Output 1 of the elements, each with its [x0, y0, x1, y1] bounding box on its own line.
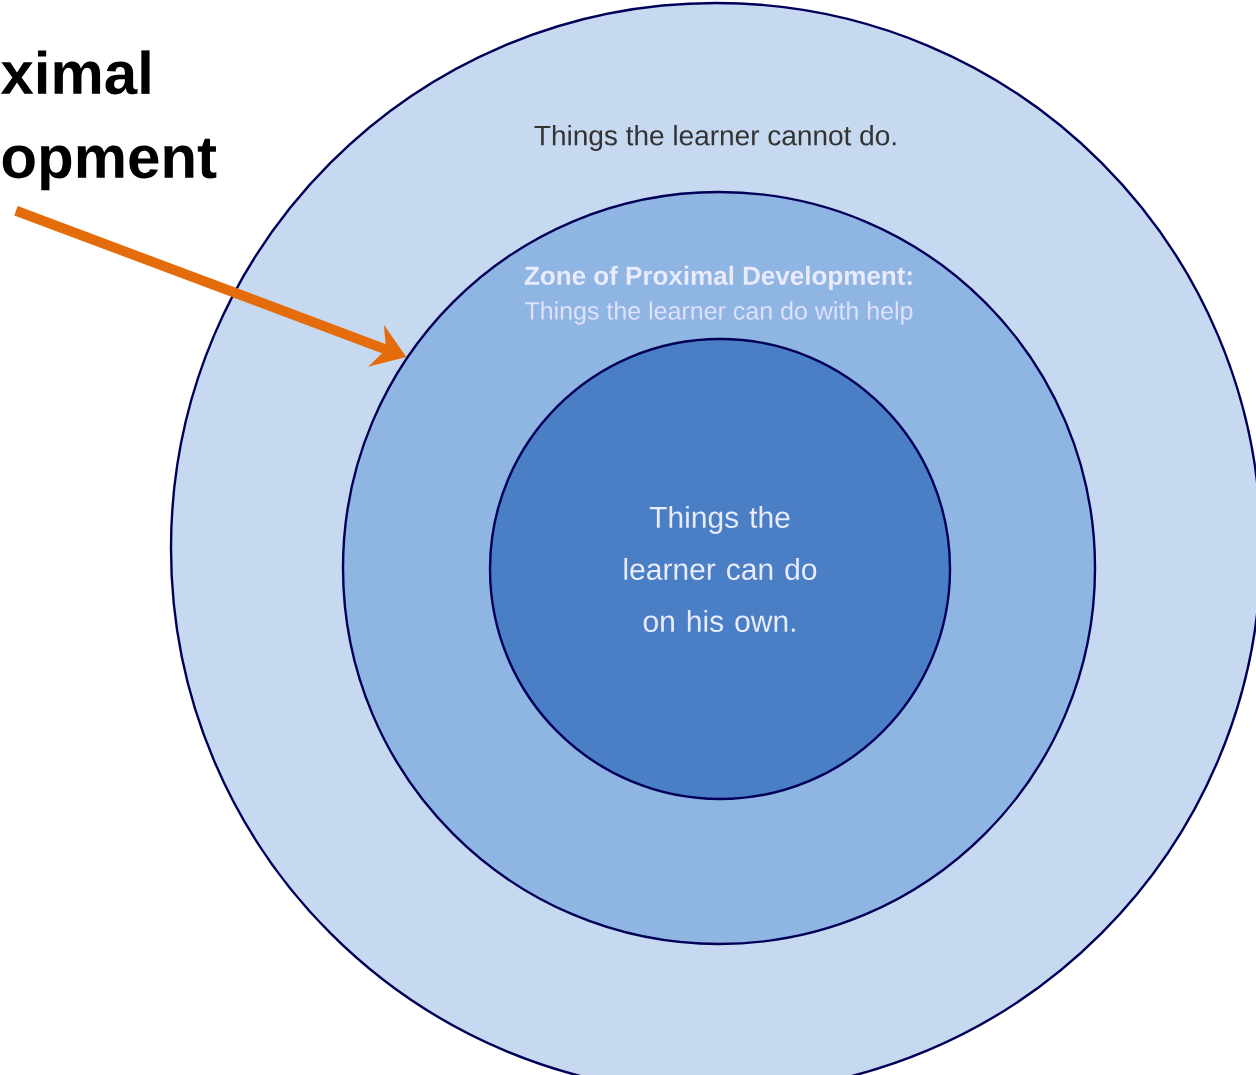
- ring: Things the learner can do on his own.: [488, 337, 952, 801]
